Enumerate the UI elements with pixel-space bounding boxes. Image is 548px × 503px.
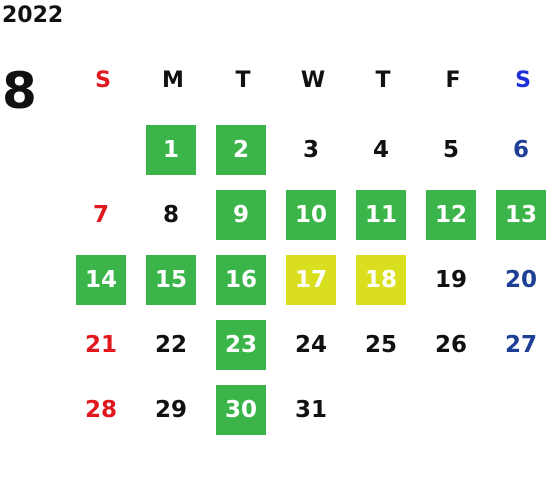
weekday-wednesday: W <box>300 67 326 93</box>
calendar-day-30[interactable]: 30 <box>216 385 266 435</box>
calendar-day-2[interactable]: 2 <box>216 125 266 175</box>
calendar-month: 8 <box>2 62 37 120</box>
calendar-day-3[interactable]: 3 <box>302 137 319 163</box>
calendar-day-26[interactable]: 26 <box>434 332 467 358</box>
calendar-day-9[interactable]: 9 <box>216 190 266 240</box>
calendar-day-7[interactable]: 7 <box>92 202 109 228</box>
calendar-day-29[interactable]: 29 <box>154 397 187 423</box>
calendar-day-15[interactable]: 15 <box>146 255 196 305</box>
calendar-day-4[interactable]: 4 <box>372 137 389 163</box>
calendar-day-5[interactable]: 5 <box>442 137 459 163</box>
weekday-thursday: T <box>375 67 391 93</box>
calendar-day-24[interactable]: 24 <box>294 332 327 358</box>
calendar-day-13[interactable]: 13 <box>496 190 546 240</box>
calendar-day-28[interactable]: 28 <box>84 397 117 423</box>
weekday-tuesday: T <box>235 67 251 93</box>
weekday-saturday: S <box>515 67 531 93</box>
calendar-day-20[interactable]: 20 <box>504 267 537 293</box>
calendar-day-19[interactable]: 19 <box>434 267 467 293</box>
calendar-day-10[interactable]: 10 <box>286 190 336 240</box>
calendar-day-16[interactable]: 16 <box>216 255 266 305</box>
calendar-day-18[interactable]: 18 <box>356 255 406 305</box>
calendar-day-14[interactable]: 14 <box>76 255 126 305</box>
calendar-day-21[interactable]: 21 <box>84 332 117 358</box>
calendar-day-11[interactable]: 11 <box>356 190 406 240</box>
calendar-day-31[interactable]: 31 <box>294 397 327 423</box>
calendar-day-6[interactable]: 6 <box>512 137 529 163</box>
weekday-monday: M <box>162 67 184 93</box>
calendar-day-17[interactable]: 17 <box>286 255 336 305</box>
weekday-friday: F <box>445 67 461 93</box>
calendar-day-27[interactable]: 27 <box>504 332 537 358</box>
calendar-day-25[interactable]: 25 <box>364 332 397 358</box>
calendar-day-8[interactable]: 8 <box>162 202 179 228</box>
calendar-day-1[interactable]: 1 <box>146 125 196 175</box>
weekday-header-row: S M T W T F S <box>0 62 548 98</box>
weekday-sunday: S <box>95 67 111 93</box>
calendar-day-12[interactable]: 12 <box>426 190 476 240</box>
calendar-year: 2022 <box>2 3 64 28</box>
calendar-day-22[interactable]: 22 <box>154 332 187 358</box>
calendar-day-23[interactable]: 23 <box>216 320 266 370</box>
